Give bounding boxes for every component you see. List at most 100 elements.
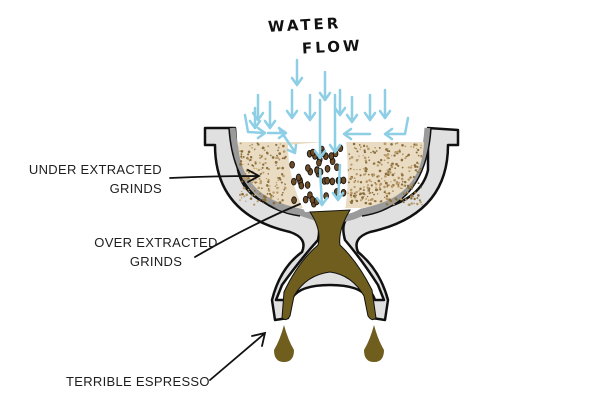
grounds-speck xyxy=(359,148,362,151)
grounds-speck xyxy=(252,203,256,206)
grounds-speck xyxy=(262,202,264,204)
grounds-speck xyxy=(385,195,389,198)
grounds-speck xyxy=(265,196,267,199)
water-arrow-inward xyxy=(342,127,372,141)
grounds-speck xyxy=(386,185,388,188)
grounds-speck xyxy=(243,195,246,198)
water-arrow xyxy=(331,163,345,202)
grounds-speck xyxy=(267,168,270,171)
grounds-speck xyxy=(385,193,387,195)
grounds-speck xyxy=(400,183,404,186)
grounds-speck xyxy=(364,201,368,205)
grounds-speck xyxy=(387,169,390,172)
grounds-speck xyxy=(365,198,368,200)
grounds-speck xyxy=(349,188,353,192)
grounds-speck xyxy=(379,182,383,186)
terrible-espresso-label: TERRIBLE ESPRESSO xyxy=(66,374,210,389)
grounds-speck xyxy=(362,189,365,192)
grounds-speck xyxy=(276,186,278,189)
grounds-speck xyxy=(263,198,267,202)
grounds-speck xyxy=(359,168,361,171)
grounds-speck xyxy=(262,198,265,202)
over-extracted-pointer-arrow xyxy=(194,203,301,258)
grounds-speck xyxy=(394,172,396,174)
grounds-speck xyxy=(276,154,278,157)
water-arrow xyxy=(378,88,392,120)
grounds-speck xyxy=(355,190,358,194)
grounds-speck xyxy=(369,192,372,194)
grounds-speck xyxy=(377,179,381,183)
grounds-speck xyxy=(239,150,242,153)
grounds-speck xyxy=(250,186,254,190)
grounds-speck xyxy=(401,173,404,177)
under-extracted-pointer-arrow xyxy=(169,169,261,183)
grounds-speck xyxy=(275,164,277,166)
grounds-speck xyxy=(383,179,386,182)
water-arrow xyxy=(263,100,277,130)
coarse-grind xyxy=(305,164,311,172)
grounds-speck xyxy=(251,194,254,197)
grounds-speck xyxy=(395,182,399,185)
grounds-speck xyxy=(251,147,253,149)
grounds-speck xyxy=(247,163,250,166)
grounds-speck xyxy=(256,200,259,203)
grounds-speck xyxy=(388,184,390,187)
grounds-speck xyxy=(276,184,278,186)
portafilter-body xyxy=(203,126,460,322)
grounds-speck xyxy=(401,153,404,156)
grounds-speck xyxy=(280,173,284,176)
grounds-speck xyxy=(407,178,411,181)
grounds-speck xyxy=(284,186,286,189)
grounds-speck xyxy=(241,157,243,160)
grounds-speck xyxy=(271,156,275,159)
grounds-speck xyxy=(390,165,393,167)
grounds-speck xyxy=(361,196,364,199)
grounds-speck xyxy=(242,156,245,158)
water-arrow xyxy=(363,93,377,122)
grounds-speck xyxy=(394,167,397,170)
grounds-speck xyxy=(248,160,251,162)
grounds-speck xyxy=(283,157,286,160)
grounds-speck xyxy=(256,142,259,145)
grounds-speck xyxy=(368,159,371,162)
grounds-speck xyxy=(410,185,413,189)
grounds-speck xyxy=(352,142,356,146)
grounds-speck xyxy=(355,199,359,203)
grounds-speck xyxy=(378,169,382,173)
grounds-speck xyxy=(281,199,284,202)
grounds-speck xyxy=(239,199,241,201)
grounds-speck xyxy=(414,169,417,172)
grounds-speck xyxy=(420,155,423,158)
grounds-speck xyxy=(266,192,269,195)
grounds-speck xyxy=(393,154,396,157)
grounds-speck xyxy=(399,187,402,189)
grounds-speck xyxy=(355,173,358,176)
water-arrow xyxy=(248,106,262,130)
grounds-speck xyxy=(241,192,244,196)
grounds-speck xyxy=(408,170,411,173)
grounds-speck xyxy=(245,193,249,197)
water-arrow xyxy=(318,70,332,102)
grounds-speck xyxy=(414,165,417,168)
grounds-speck xyxy=(365,161,368,164)
grounds-speck xyxy=(247,157,250,161)
coarse-grind xyxy=(291,177,297,186)
grounds-speck xyxy=(364,173,367,176)
grounds-speck xyxy=(373,151,377,154)
water-arrow xyxy=(328,93,342,154)
grounds-speck xyxy=(361,198,364,201)
grounds-speck xyxy=(278,152,282,155)
grounds-speck xyxy=(249,156,253,159)
water-arrow xyxy=(315,168,329,207)
grounds-speck xyxy=(272,195,275,198)
water-arrow-curve-left xyxy=(243,113,267,140)
grounds-speck xyxy=(350,201,353,204)
grounds-speck xyxy=(374,181,377,184)
grounds-speck xyxy=(403,201,405,204)
grounds-speck xyxy=(260,168,262,171)
grounds-speck xyxy=(257,168,260,172)
grounds-speck xyxy=(401,187,403,189)
grounds-speck xyxy=(260,155,263,158)
grounds-speck xyxy=(276,156,279,160)
grounds-speck xyxy=(353,180,356,184)
